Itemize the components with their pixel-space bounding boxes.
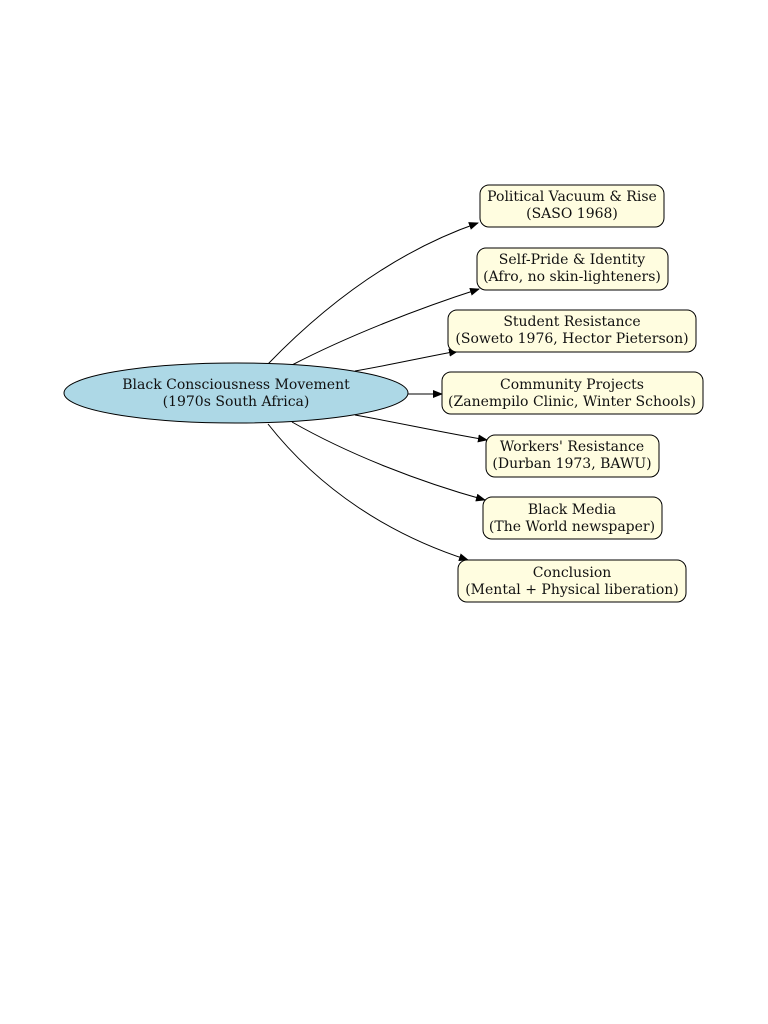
root-label-line2: (1970s South Africa)	[163, 394, 310, 410]
child-box	[441, 371, 704, 415]
edge-political	[267, 222, 479, 365]
child-label-line1: Conclusion	[533, 565, 612, 581]
child-label-line1: Self-Pride & Identity	[499, 252, 645, 268]
child-node-student: Student Resistance (Soweto 1976, Hector …	[447, 309, 697, 353]
child-box	[482, 496, 663, 540]
child-node-conclusion: Conclusion (Mental + Physical liberation…	[457, 559, 687, 603]
child-label-line2: (Mental + Physical liberation)	[465, 582, 679, 598]
child-box	[485, 434, 660, 478]
child-node-political: Political Vacuum & Rise (SASO 1968)	[479, 184, 665, 228]
child-node-selfpride: Self-Pride & Identity (Afro, no skin-lig…	[476, 247, 669, 291]
child-node-community: Community Projects (Zanempilo Clinic, Wi…	[441, 371, 704, 415]
child-label-line1: Student Resistance	[503, 314, 640, 330]
edge-student	[354, 348, 459, 372]
edge-workers	[354, 414, 488, 443]
child-label-line1: Black Media	[528, 502, 616, 518]
child-label-line1: Workers' Resistance	[500, 439, 644, 455]
child-label-line1: Community Projects	[500, 377, 644, 393]
child-box	[447, 309, 697, 353]
child-label-line2: (The World newspaper)	[489, 519, 655, 535]
root-label-line1: Black Consciousness Movement	[122, 377, 350, 393]
edge-selfpride	[291, 287, 480, 366]
child-box	[457, 559, 687, 603]
edges	[267, 222, 488, 562]
child-node-workers: Workers' Resistance (Durban 1973, BAWU)	[485, 434, 660, 478]
edge-conclusion	[267, 423, 469, 562]
child-label-line2: (Afro, no skin-lighteners)	[483, 269, 661, 285]
child-node-media: Black Media (The World newspaper)	[482, 496, 663, 540]
root-node: Black Consciousness Movement (1970s Sout…	[63, 362, 409, 424]
child-label-line2: (Soweto 1976, Hector Pieterson)	[455, 331, 688, 347]
edge-media	[291, 421, 486, 502]
child-label-line2: (SASO 1968)	[526, 206, 618, 222]
child-label-line1: Political Vacuum & Rise	[487, 189, 657, 205]
child-box	[476, 247, 669, 291]
child-box	[479, 184, 665, 228]
child-label-line2: (Zanempilo Clinic, Winter Schools)	[448, 394, 696, 410]
child-label-line2: (Durban 1973, BAWU)	[492, 456, 651, 472]
root-ellipse	[63, 362, 409, 424]
